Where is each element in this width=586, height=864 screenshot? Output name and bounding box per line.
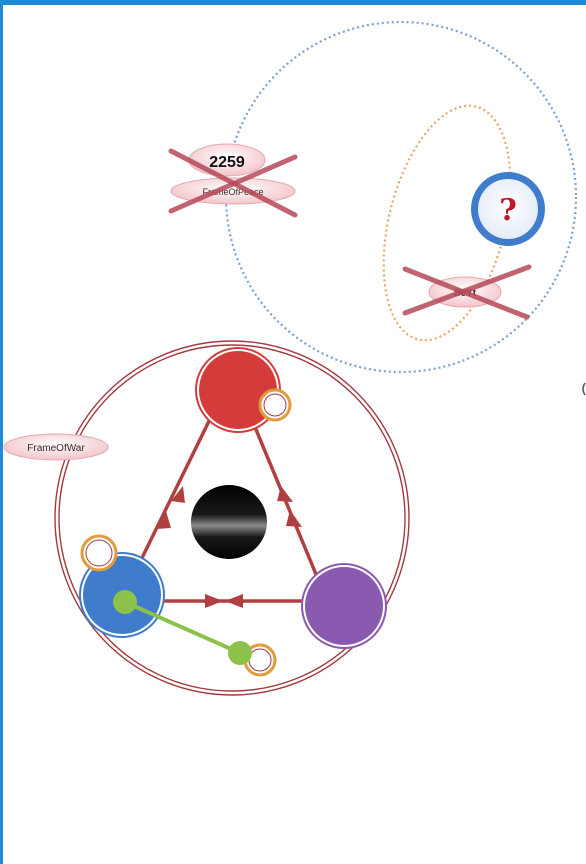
war-ring xyxy=(54,340,410,696)
blue-node[interactable] xyxy=(79,534,165,638)
black-sphere-icon[interactable] xyxy=(191,485,267,559)
green-dot-end[interactable] xyxy=(228,641,252,665)
edge-red-purple xyxy=(248,414,327,597)
blue-node-ring xyxy=(80,534,118,572)
edge-mark xyxy=(582,382,586,396)
arrow-head xyxy=(156,511,171,529)
peace-label-group: 2259 FrameOfPeace xyxy=(168,143,298,218)
x-cross-icon xyxy=(168,148,298,218)
green-dot-start[interactable] xyxy=(113,590,137,614)
arrow-head xyxy=(277,486,293,502)
arrow-head xyxy=(225,594,243,608)
question-mark-icon: ? xyxy=(499,193,517,228)
question-node[interactable]: ? xyxy=(471,172,545,246)
outer-dotted-circle xyxy=(224,20,578,374)
frame-of-war-pill xyxy=(3,433,109,461)
frame-of-war-label: FrameOfWar xyxy=(3,433,109,461)
frame-of-peace-text: FrameOfPeace xyxy=(202,187,263,197)
year-text: 2259 xyxy=(209,154,245,171)
frame-of-war-text: FrameOfWar xyxy=(27,443,85,454)
arrow-head xyxy=(171,486,185,503)
crossed-label-group: ScYt xyxy=(402,264,532,320)
edge-red-blue xyxy=(139,414,214,561)
diagram-canvas: ? 2259 FrameOfPeace ScYt xyxy=(3,20,586,696)
x-cross-icon xyxy=(402,264,532,320)
arrow-head xyxy=(286,510,302,527)
arrow-head xyxy=(205,594,223,608)
red-node[interactable] xyxy=(195,347,292,433)
green-link xyxy=(113,590,277,677)
purple-node[interactable] xyxy=(301,563,387,649)
triangle-edges xyxy=(139,414,327,608)
